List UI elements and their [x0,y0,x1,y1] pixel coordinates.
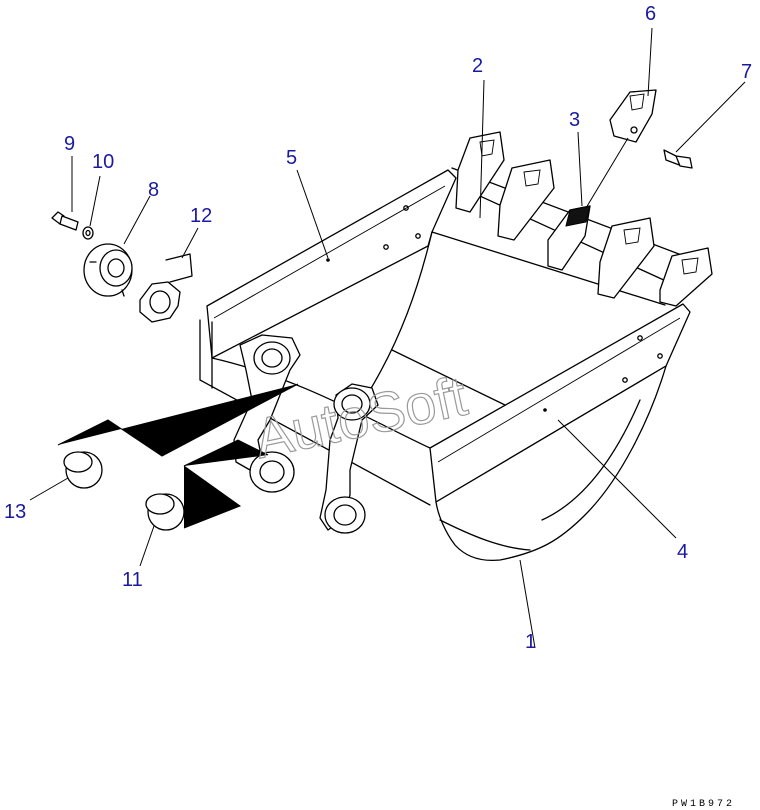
callout-11: 11 [122,569,143,591]
callout-labels: 1 2 3 4 5 6 7 8 9 10 11 12 13 [4,3,752,653]
tooth-point-separate [609,89,657,143]
callout-3: 3 [569,109,580,131]
collar [83,243,133,297]
bushing [145,493,185,531]
callout-8: 8 [148,179,159,201]
callout-1: 1 [525,631,536,653]
bushing-small [63,451,103,489]
callout-7: 7 [741,61,752,83]
callout-9: 9 [64,133,75,155]
tooth-pin [663,149,693,169]
callout-5: 5 [286,147,297,169]
callout-13: 13 [4,501,26,523]
bucket-body [199,167,701,562]
mounting-brackets [233,334,379,534]
drawing-code: PW1B972 [672,799,735,810]
plate-holes [383,205,663,383]
callout-6: 6 [645,3,656,25]
shim [139,253,193,323]
callout-2: 2 [472,55,483,77]
callout-10: 10 [92,151,114,173]
washer [82,226,94,240]
callout-12: 12 [190,205,212,227]
leader-lines [29,27,746,649]
exploded-guide-lines [57,383,299,529]
bucket-teeth [455,131,713,307]
callout-4: 4 [677,541,688,563]
bolt [51,211,79,231]
